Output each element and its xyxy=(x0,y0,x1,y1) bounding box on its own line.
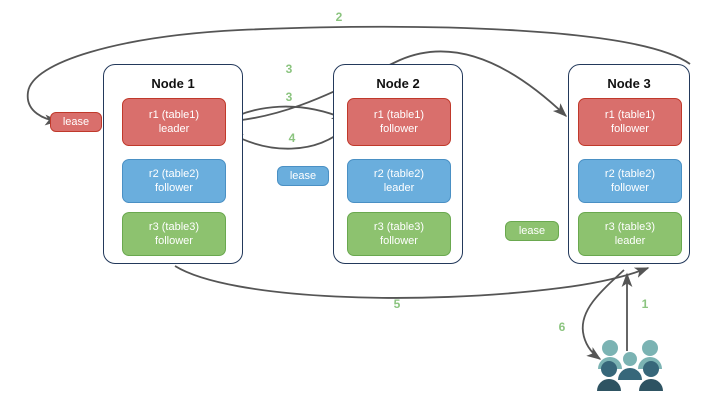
replica-role: follower xyxy=(611,182,649,194)
edge-label-3a: 3 xyxy=(285,62,293,76)
replica-id: r3 (table3) xyxy=(148,221,200,233)
node-1-title: Node 1 xyxy=(151,76,195,91)
node-2-replica-r3[interactable]: r3 (table3) follower xyxy=(347,212,451,256)
lease-r3-badge[interactable]: lease xyxy=(505,221,559,241)
node-2-replica-r2[interactable]: r2 (table2) leader xyxy=(347,159,451,203)
replica-role: leader xyxy=(383,182,415,194)
replica-id: r3 (table3) xyxy=(373,221,425,233)
edge-label-6: 6 xyxy=(558,320,566,334)
node-1-replica-r1[interactable]: r1 (table1) leader xyxy=(122,98,226,146)
node-3-replica-r1[interactable]: r1 (table1) follower xyxy=(578,98,682,146)
replica-role: follower xyxy=(380,123,418,135)
edge-label-4: 4 xyxy=(288,131,296,145)
replica-id: r1 (table1) xyxy=(604,109,656,121)
replica-role: leader xyxy=(614,235,646,247)
edge-label-5: 5 xyxy=(393,297,401,311)
replica-role: follower xyxy=(155,182,193,194)
edge-label-2: 2 xyxy=(335,10,343,24)
lease-r1-badge[interactable]: lease xyxy=(50,112,102,132)
replica-role: follower xyxy=(155,235,193,247)
node-1-replica-r3[interactable]: r3 (table3) follower xyxy=(122,212,226,256)
replica-role: leader xyxy=(158,123,190,135)
replica-id: r2 (table2) xyxy=(604,168,656,180)
replica-id: r2 (table2) xyxy=(373,168,425,180)
replica-id: r2 (table2) xyxy=(148,168,200,180)
node-2-container[interactable]: Node 2 r1 (table1) follower r2 (table2) … xyxy=(333,64,463,264)
users-icon xyxy=(594,336,666,392)
node-3-replica-r2[interactable]: r2 (table2) follower xyxy=(578,159,682,203)
node-2-title: Node 2 xyxy=(376,76,420,91)
edge-5-path xyxy=(174,265,650,299)
replica-id: r1 (table1) xyxy=(373,109,425,121)
replica-role: follower xyxy=(380,235,418,247)
node-3-title: Node 3 xyxy=(607,76,651,91)
node-1-replica-r2[interactable]: r2 (table2) follower xyxy=(122,159,226,203)
replica-id: r1 (table1) xyxy=(148,109,200,121)
node-2-replica-r1[interactable]: r1 (table1) follower xyxy=(347,98,451,146)
node-3-container[interactable]: Node 3 r1 (table1) follower r2 (table2) … xyxy=(568,64,690,264)
edge-label-1: 1 xyxy=(641,297,649,311)
node-3-replica-r3[interactable]: r3 (table3) leader xyxy=(578,212,682,256)
edge-label-3b: 3 xyxy=(285,90,293,104)
replica-role: follower xyxy=(611,123,649,135)
replica-id: r3 (table3) xyxy=(604,221,656,233)
node-1-container[interactable]: Node 1 r1 (table1) leader r2 (table2) fo… xyxy=(103,64,243,264)
lease-r2-badge[interactable]: lease xyxy=(277,166,329,186)
